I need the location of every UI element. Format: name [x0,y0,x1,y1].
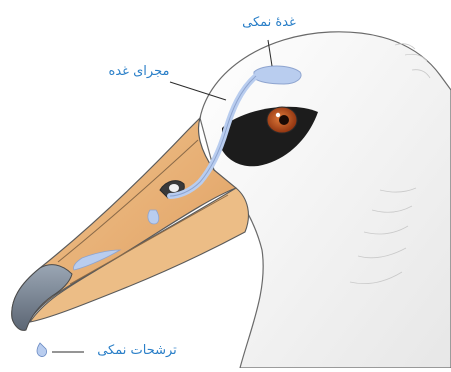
salt-drop-on-beak [148,210,159,224]
eye [267,107,297,133]
salt-gland-label: غدهٔ نمکی [228,16,310,29]
salt-gland [254,66,301,84]
gland-duct-label: مجرای غده [98,65,180,78]
salt-secretion-label: ترشحات نمکی [86,344,188,357]
salt-drop-icon [37,343,47,357]
